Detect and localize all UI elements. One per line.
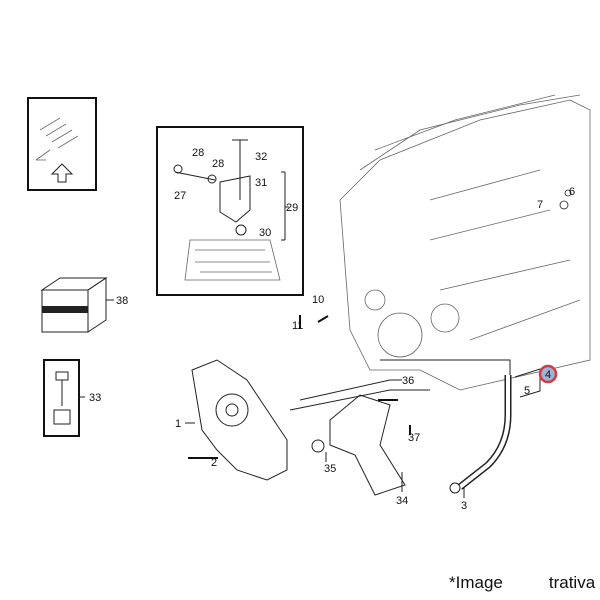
part-10-11 [299,315,329,329]
caption-right: trativa [548,573,596,592]
leader-lines [289,359,541,498]
engine-thumbnail-icon [35,117,79,161]
callout-11[interactable]: 11 [292,320,303,332]
part-33-box [43,359,85,437]
callout-7[interactable]: 7 [537,199,543,211]
callout-36[interactable]: 36 [402,375,414,387]
callout-27[interactable]: 27 [174,190,186,202]
oil-pump [185,359,288,481]
callout-31[interactable]: 31 [255,177,267,189]
engine-block [339,94,591,391]
view-orientation-box[interactable] [27,97,97,191]
callout-35[interactable]: 35 [324,463,336,475]
callout-2[interactable]: 2 [211,457,217,469]
callout-4-label[interactable]: 4 [545,369,551,381]
callout-28[interactable]: 28 [192,147,204,159]
detail-box-bracket [156,126,304,296]
caption-left: *Image [449,573,503,592]
callout-33[interactable]: 33 [89,392,101,404]
callout-38[interactable]: 38 [116,295,128,307]
callout-29[interactable]: 29 [286,202,298,214]
part-38-kit [40,277,114,333]
callout-4-highlighted[interactable]: 4 [538,364,558,384]
callout-37[interactable]: 37 [408,432,420,444]
oil-hose [449,375,512,494]
oil-strainer-pipe [311,394,411,496]
callout-3[interactable]: 3 [461,500,467,512]
callout-10[interactable]: 10 [312,294,324,306]
callout-34[interactable]: 34 [396,495,408,507]
callout-28b[interactable]: 28 [212,158,224,170]
callout-32[interactable]: 32 [255,151,267,163]
up-arrow-icon [50,163,74,183]
callout-6[interactable]: 6 [569,186,575,198]
callout-5[interactable]: 5 [524,385,530,397]
image-caption: *Image trativa [449,573,600,593]
callout-1[interactable]: 1 [175,418,181,430]
callout-30[interactable]: 30 [259,227,271,239]
